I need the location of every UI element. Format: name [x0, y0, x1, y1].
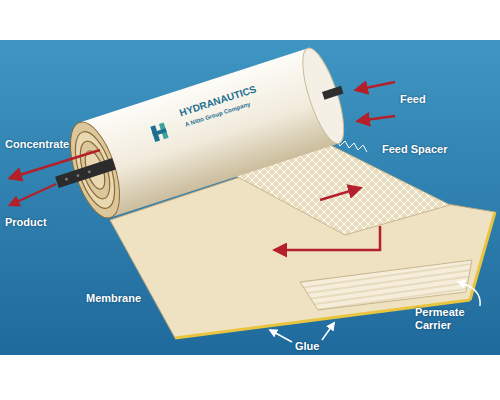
pointer-arrows [270, 282, 480, 342]
part-label: Glue [295, 340, 319, 353]
part-label: Product [5, 216, 47, 229]
permeate-carrier-layer [300, 260, 472, 310]
membrane-element-cylinder [42, 42, 358, 230]
part-label: Feed [400, 93, 426, 106]
sheet-flow-arrows [275, 188, 380, 250]
part-label: Concentrate [5, 138, 69, 151]
part-label: Membrane [86, 292, 141, 305]
part-label: Feed Spacer [382, 143, 447, 156]
background-panel [0, 40, 500, 355]
part-label: Permeate Carrier [415, 306, 475, 332]
logo-icon [150, 122, 168, 142]
